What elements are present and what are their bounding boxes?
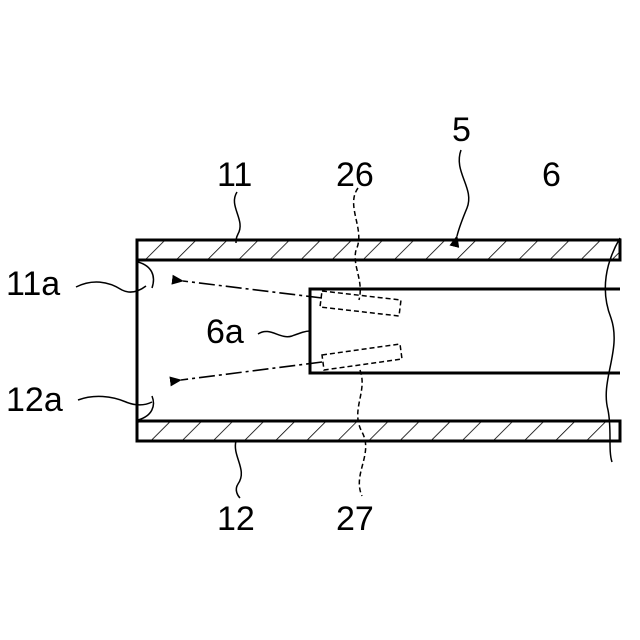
label-26: 26 xyxy=(336,156,374,194)
label-5: 5 xyxy=(452,111,471,149)
lower-plate xyxy=(137,421,620,441)
leader-6a xyxy=(258,331,310,337)
upper-plate-edge-mark xyxy=(138,262,153,288)
upper-plate xyxy=(137,240,620,260)
label-12: 12 xyxy=(217,500,255,538)
lower-light-arrow xyxy=(181,362,322,380)
upper-light-arrow xyxy=(183,281,322,298)
inner-member xyxy=(310,289,620,373)
leader-5 xyxy=(457,150,469,236)
lower-plate-edge-mark xyxy=(138,396,153,420)
leader-12 xyxy=(235,441,241,498)
leader-12a xyxy=(78,396,152,405)
label-11a: 11a xyxy=(6,265,60,303)
leader-11 xyxy=(234,192,240,243)
label-6a: 6a xyxy=(206,313,244,351)
lower-emitter xyxy=(322,344,402,370)
label-27: 27 xyxy=(336,500,374,538)
label-11: 11 xyxy=(217,156,252,194)
label-12a: 12a xyxy=(6,381,63,419)
label-6: 6 xyxy=(542,156,561,194)
